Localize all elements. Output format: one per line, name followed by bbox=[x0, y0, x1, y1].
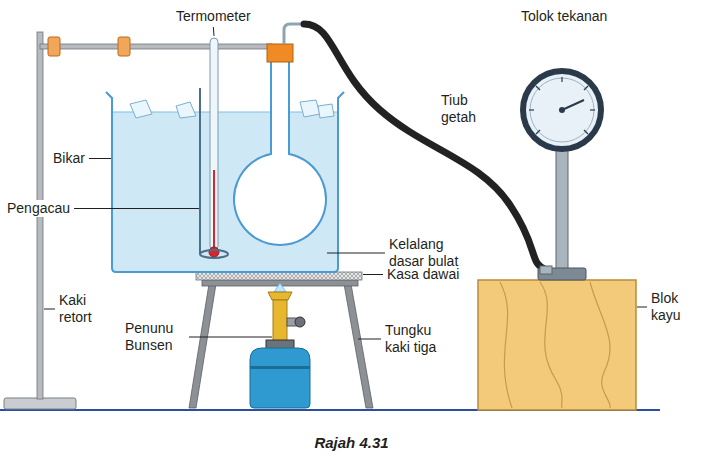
rubber-tube bbox=[304, 24, 546, 270]
tripod-stand bbox=[189, 272, 373, 408]
leader-line bbox=[74, 208, 199, 209]
ice-cubes bbox=[130, 100, 334, 118]
figure-caption: Rajah 4.31 bbox=[0, 434, 703, 451]
wire-gauze bbox=[196, 272, 362, 280]
part-label: Bikar bbox=[52, 150, 86, 167]
leader-line bbox=[189, 337, 272, 338]
stirrer bbox=[200, 88, 228, 258]
bunsen-burner bbox=[250, 283, 310, 408]
thermometer bbox=[209, 38, 219, 257]
part-label: Penunu Bunsen bbox=[124, 320, 186, 354]
leader-line bbox=[363, 274, 383, 275]
leader-line bbox=[213, 27, 215, 36]
round-bottom-flask bbox=[234, 24, 326, 245]
wooden-block bbox=[478, 280, 636, 410]
leader-line bbox=[358, 339, 381, 340]
part-label: Kelalang dasar bulat bbox=[388, 236, 474, 270]
leader-line bbox=[44, 309, 55, 310]
part-label: Tiub getah bbox=[440, 92, 486, 126]
pressure-gauge bbox=[523, 71, 601, 280]
part-label: Kasa dawai bbox=[386, 266, 460, 283]
part-label: Kaki retort bbox=[58, 292, 106, 326]
part-label: Tolok tekanan bbox=[520, 8, 608, 25]
part-label: Blok kayu bbox=[650, 290, 696, 324]
leader-line bbox=[327, 253, 385, 254]
leader-line bbox=[89, 158, 111, 159]
leader-line bbox=[637, 307, 647, 308]
part-label: Pengacau bbox=[6, 200, 71, 217]
part-label: Termometer bbox=[175, 8, 252, 25]
part-label: Tungku kaki tiga bbox=[384, 322, 460, 356]
